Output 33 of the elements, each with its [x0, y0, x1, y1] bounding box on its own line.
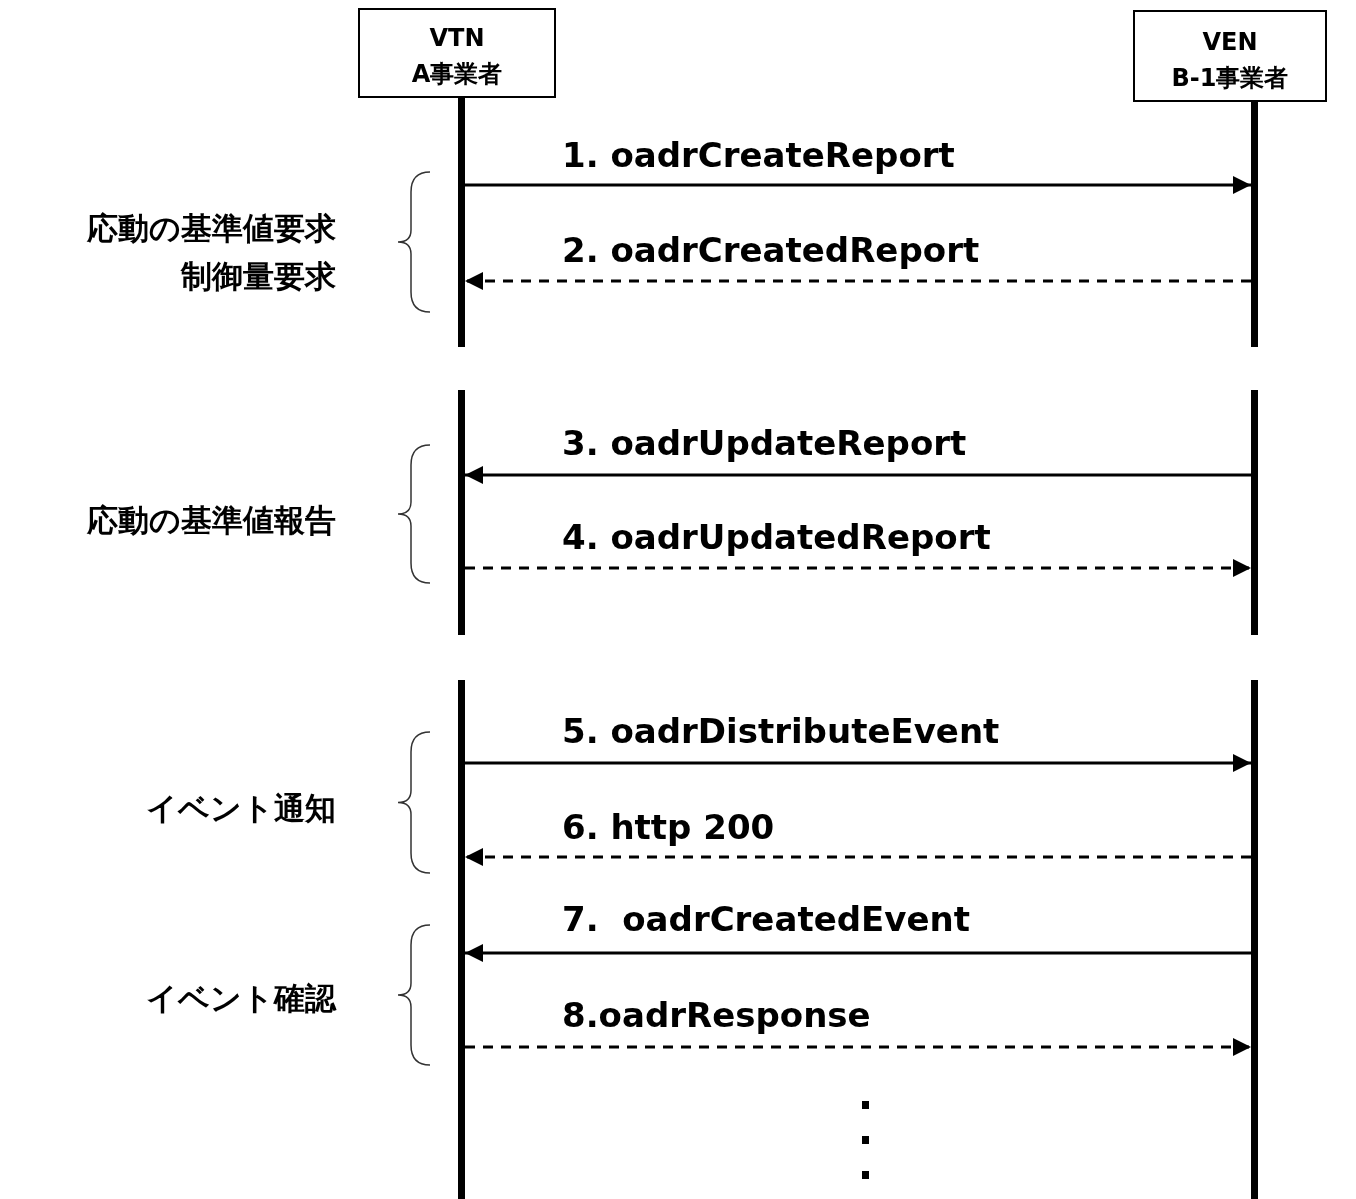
message-arrow — [465, 754, 1251, 772]
participant-box — [358, 8, 556, 98]
message-arrow — [465, 848, 1251, 866]
message-label: 1. oadrCreateReport — [562, 135, 955, 175]
participant-name: A事業者 — [411, 59, 503, 90]
lifeline-bar — [458, 680, 465, 1199]
message-arrow — [465, 1038, 1251, 1056]
phase-label: 応動の基準値要求 — [87, 209, 336, 248]
lifeline-bar — [1251, 390, 1258, 635]
message-label: 2. oadrCreatedReport — [562, 230, 980, 270]
message-label: 7. oadrCreatedEvent — [562, 899, 970, 939]
message-arrow — [465, 944, 1251, 962]
lifeline-bar — [458, 390, 465, 635]
message-arrow — [465, 559, 1251, 577]
participant-name: B-1事業者 — [1171, 63, 1289, 94]
message-arrow — [465, 176, 1251, 194]
message-label: 5. oadrDistributeEvent — [562, 711, 1000, 751]
lifeline-bar — [458, 98, 465, 347]
phase-label: 制御量要求 — [181, 257, 336, 296]
message-label: 3. oadrUpdateReport — [562, 423, 967, 463]
participant-box — [1133, 10, 1327, 102]
message-label: 8.oadrResponse — [562, 995, 871, 1035]
lifeline-bar — [1251, 680, 1258, 1199]
participant-name: VEN — [1202, 27, 1258, 58]
phase-label: イベント確認 — [146, 979, 336, 1018]
message-label: 4. oadrUpdatedReport — [562, 517, 991, 557]
lifeline-bar — [1251, 102, 1258, 347]
message-arrow — [465, 272, 1251, 290]
message-label: 6. http 200 — [562, 807, 775, 847]
message-arrow — [465, 466, 1251, 484]
participant-name: VTN — [429, 23, 485, 54]
phase-label: イベント通知 — [146, 789, 336, 828]
phase-label: 応動の基準値報告 — [87, 501, 336, 540]
